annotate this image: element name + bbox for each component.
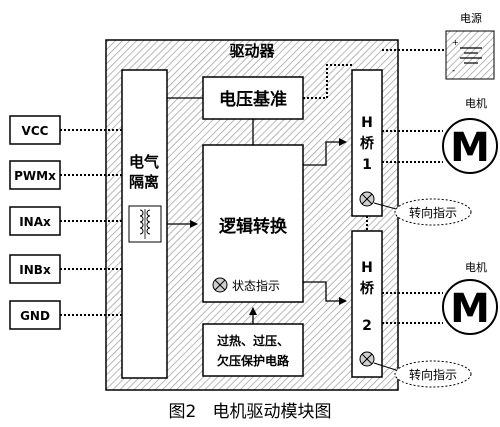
figure-caption: 图2 电机驱动模块图 bbox=[168, 402, 331, 422]
status-indicator-icon bbox=[212, 277, 228, 293]
isolation-label-line1: 电气 bbox=[129, 153, 159, 171]
protection-label-line2: 欠压保护电路 bbox=[217, 353, 290, 368]
protection-box bbox=[202, 323, 304, 377]
h-bridge-2-h: H bbox=[361, 260, 373, 276]
input-inax-box bbox=[9, 206, 61, 236]
logic-box bbox=[202, 144, 304, 303]
power-lines bbox=[303, 49, 446, 99]
transformer-icon bbox=[128, 205, 162, 243]
input-inax-label: INAx bbox=[19, 215, 51, 229]
input-gnd-label: GND bbox=[20, 309, 50, 323]
voltage-reference-label: 电压基准 bbox=[219, 89, 287, 110]
input-vcc-label: VCC bbox=[22, 124, 49, 138]
motor-1-icon: M bbox=[442, 118, 498, 174]
h-bridge-2-qiao: 桥 bbox=[360, 280, 375, 297]
internal-connections bbox=[167, 97, 347, 324]
motor-2-icon: M bbox=[442, 279, 498, 335]
direction-callout-2: 转向指示 bbox=[373, 360, 472, 388]
h-bridge-1-num: 1 bbox=[362, 157, 372, 173]
direction-label-1: 转向指示 bbox=[409, 205, 457, 220]
svg-text:+: + bbox=[452, 38, 459, 47]
motor-1-label: 电机 bbox=[465, 96, 487, 110]
motor-2-label: 电机 bbox=[465, 260, 487, 274]
input-gnd-box bbox=[9, 300, 61, 330]
h-bridge-1-h: H bbox=[361, 115, 373, 131]
protection-label-line1: 过热、过压、 bbox=[217, 333, 289, 348]
logic-label: 逻辑转换 bbox=[219, 216, 288, 237]
direction-indicator-1-icon bbox=[359, 191, 375, 207]
h-bridge-1-qiao: 桥 bbox=[360, 135, 375, 152]
h-bridge-2-num: 2 bbox=[362, 318, 372, 334]
direction-callout-1: 转向指示 bbox=[373, 198, 472, 226]
motor-1-letter: M bbox=[450, 125, 490, 171]
svg-text:-: - bbox=[452, 66, 455, 76]
input-vcc-box bbox=[9, 115, 61, 145]
input-pwmx-label: PWMx bbox=[14, 169, 56, 183]
input-inbx-label: INBx bbox=[19, 263, 51, 277]
power-label: 电源 bbox=[460, 11, 482, 25]
direction-indicator-2-icon bbox=[359, 351, 375, 367]
driver-title: 驱动器 bbox=[229, 42, 275, 60]
direction-label-2: 转向指示 bbox=[409, 367, 457, 382]
battery-icon: + - bbox=[445, 30, 495, 80]
input-pwmx-box bbox=[9, 160, 61, 190]
status-indicator-label: 状态指示 bbox=[232, 278, 280, 293]
isolation-label-line2: 隔离 bbox=[129, 173, 159, 191]
motor-2-letter: M bbox=[450, 286, 490, 332]
